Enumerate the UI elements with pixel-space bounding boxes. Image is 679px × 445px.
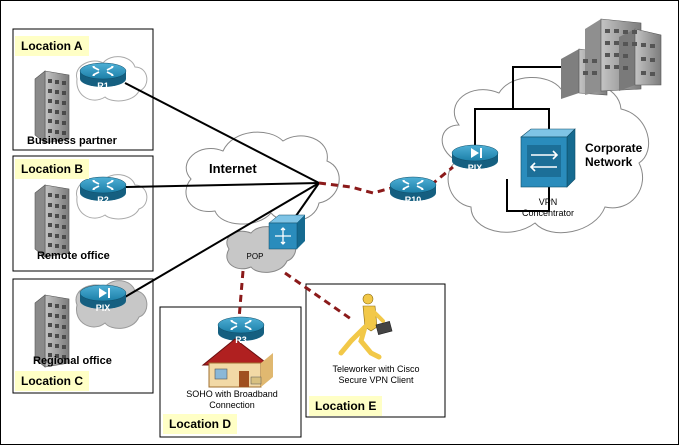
pix-firewall-c-icon xyxy=(79,284,127,309)
location-e-caption-line1: Teleworker with Cisco xyxy=(332,364,420,374)
location-d-tag: Location D xyxy=(163,414,237,434)
location-e-tag: Location E xyxy=(309,396,383,416)
internet-cloud xyxy=(185,131,340,225)
location-a-tag: Location A xyxy=(15,36,89,56)
router-r3-label: R3 xyxy=(235,335,247,345)
router-r10-label: R10 xyxy=(405,195,422,205)
location-b-caption: Remote office xyxy=(37,250,110,262)
router-r2-label: R2 xyxy=(97,195,109,205)
corporate-building-icon xyxy=(561,18,662,99)
pix-firewall-corp-icon xyxy=(451,144,499,169)
location-e-box xyxy=(305,283,446,418)
vpn-concentrator-icon xyxy=(520,128,576,188)
wan-links xyxy=(124,82,320,298)
teleworker-icon xyxy=(338,293,393,360)
location-c-caption: Regional office xyxy=(33,355,112,367)
location-d-caption-line1: SOHO with Broadband xyxy=(186,389,278,399)
pop-switch-icon xyxy=(268,214,306,250)
pop-label: POP xyxy=(247,252,264,261)
location-c-tag: Location C xyxy=(15,371,89,391)
location-d-caption: SOHO with Broadband Connection xyxy=(175,389,289,411)
internet-label: Internet xyxy=(209,161,257,176)
pix-c-label: PIX xyxy=(96,303,111,313)
location-a-caption: Business partner xyxy=(27,135,117,147)
location-b-tag: Location B xyxy=(15,159,89,179)
location-d-caption-line2: Connection xyxy=(209,400,255,410)
corporate-links xyxy=(474,66,561,212)
corporate-title-line2: Network xyxy=(585,155,633,169)
pix-corp-label: PIX xyxy=(468,163,483,173)
location-e-caption: Teleworker with Cisco Secure VPN Client xyxy=(313,364,439,386)
vpn-concentrator-caption: VPN Concentrator xyxy=(519,197,577,219)
vpn-caption-line2: Concentrator xyxy=(521,208,575,218)
corporate-title-line1: Corporate xyxy=(585,141,643,155)
corporate-network-title: Corporate Network xyxy=(585,141,642,169)
router-r1-label: R1 xyxy=(97,81,109,91)
location-e-caption-line2: Secure VPN Client xyxy=(338,375,414,385)
vpn-caption-line1: VPN xyxy=(538,197,558,207)
soho-house-icon xyxy=(201,338,273,388)
